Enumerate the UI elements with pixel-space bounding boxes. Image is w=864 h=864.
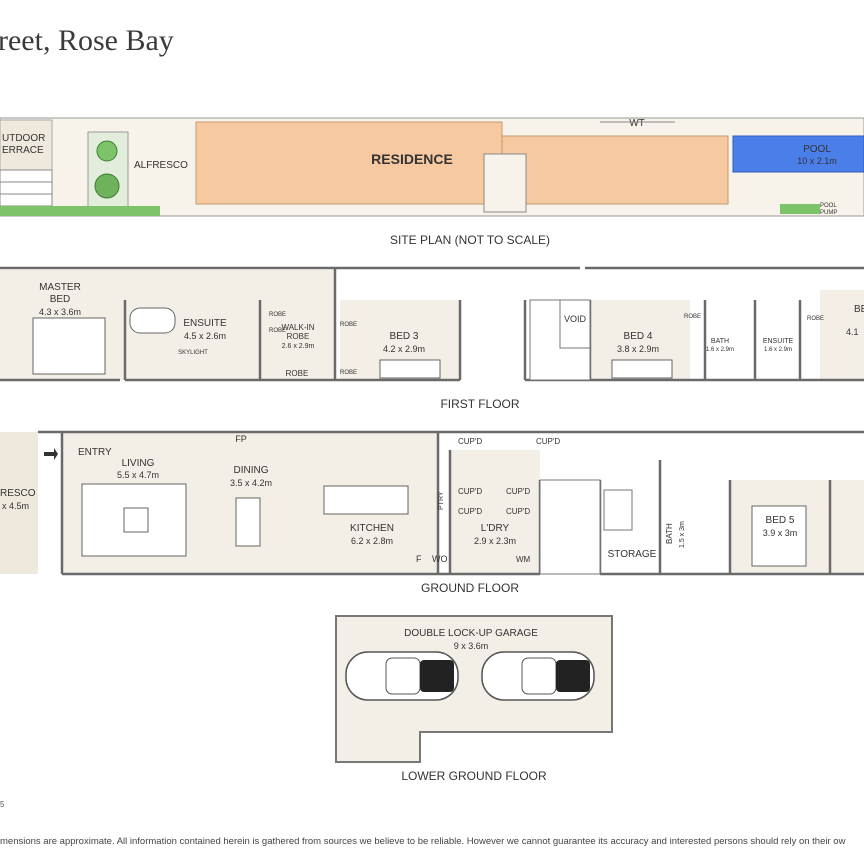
kitchen-size: 6.2 x 2.8m xyxy=(351,536,393,546)
bath-size-ground: 1.5 x 3m xyxy=(679,521,686,548)
lower-ground-caption: LOWER GROUND FLOOR xyxy=(401,769,547,783)
ensuite-size: 4.5 x 2.6m xyxy=(184,331,226,341)
cupd-label-1: CUP'D xyxy=(458,437,482,446)
walk-in-robe-label-2: ROBE xyxy=(287,332,310,341)
bed4-size: 3.8 x 2.9m xyxy=(617,344,659,354)
ground-alfresco-size: x 4.5m xyxy=(2,501,29,511)
living-label: LIVING xyxy=(122,458,155,469)
wm-label: WM xyxy=(516,555,531,564)
fp-label: FP xyxy=(235,434,247,444)
site-plan-caption: SITE PLAN (NOT TO SCALE) xyxy=(390,233,550,247)
master-bed-size: 4.3 x 3.6m xyxy=(39,307,81,317)
pool-pump-label: POOL xyxy=(820,203,837,209)
ground-floor: RESCO x 4.5m ENTRY LIVING 5.5 x 4.7m FP … xyxy=(0,430,864,576)
ptry-label: PTRY xyxy=(438,491,445,510)
robe-tag-1: ROBE xyxy=(269,312,286,318)
ensuite2-label: ENSUITE xyxy=(763,338,794,345)
skylight-label: SKYLIGHT xyxy=(178,350,208,356)
bed3-size: 4.2 x 2.9m xyxy=(383,344,425,354)
robe-tag-2: ROBE xyxy=(269,328,286,334)
laundry-label: L'DRY xyxy=(481,523,510,534)
pool-size: 10 x 2.1m xyxy=(797,156,837,166)
outdoor-terrace-label: UTDOOR xyxy=(2,133,45,144)
master-bed-label-2: BED xyxy=(50,294,71,305)
void-label: VOID xyxy=(564,314,587,324)
bed4-label: BED 4 xyxy=(624,331,653,342)
site-alfresco-label: ALFRESCO xyxy=(134,160,188,171)
disclaimer-text: mensions are approximate. All informatio… xyxy=(0,836,846,847)
pool-pump-label-2: PUMP xyxy=(820,210,837,216)
ensuite-label: ENSUITE xyxy=(183,318,227,329)
wt-label: WT xyxy=(629,118,645,129)
pool-label: POOL xyxy=(803,144,831,155)
ensuite2-size: 1.6 x 2.9m xyxy=(764,347,792,353)
bath-label: BATH xyxy=(711,338,729,345)
storage-label: STORAGE xyxy=(608,549,657,560)
lower-ground-floor: DOUBLE LOCK-UP GARAGE 9 x 3.6m xyxy=(335,615,613,763)
bed3-label: BED 3 xyxy=(390,331,419,342)
car-2 xyxy=(481,651,595,701)
first-floor-caption: FIRST FLOOR xyxy=(440,397,519,411)
living-size: 5.5 x 4.7m xyxy=(117,470,159,480)
robe-tag-6: ROBE xyxy=(807,316,824,322)
bath-label-ground: BATH xyxy=(665,523,674,544)
walk-in-robe-label: WALK-IN xyxy=(281,323,314,332)
fridge-label: F xyxy=(416,554,422,564)
robe-tag-4: ROBE xyxy=(340,370,357,376)
cupd-label-4: CUP'D xyxy=(506,487,530,496)
garage-label: DOUBLE LOCK-UP GARAGE xyxy=(404,628,538,639)
bed5-label: BED 5 xyxy=(766,515,795,526)
first-floor: MASTER BED 4.3 x 3.6m ENSUITE 4.5 x 2.6m… xyxy=(0,266,864,382)
page-title: reet, Rose Bay xyxy=(0,24,174,57)
bath-size: 1.6 x 2.9m xyxy=(706,347,734,353)
bed-edge-size: 4.1 xyxy=(846,327,859,337)
entry-label: ENTRY xyxy=(78,447,112,458)
site-plan: UTDOOR ERRACE ALFRESCO RESIDENCE WT POOL… xyxy=(0,117,864,217)
dining-label: DINING xyxy=(234,465,269,476)
agency-logo: 5 xyxy=(0,800,5,809)
robe-tag-5: ROBE xyxy=(684,314,701,320)
walk-in-robe-size: 2.6 x 2.9m xyxy=(282,343,315,350)
kitchen-label: KITCHEN xyxy=(350,523,394,534)
wo-label: WO xyxy=(432,554,448,564)
ground-floor-caption: GROUND FLOOR xyxy=(421,581,519,595)
ground-alfresco-label: RESCO xyxy=(0,488,36,499)
garage-size: 9 x 3.6m xyxy=(454,641,489,651)
cupd-label-3: CUP'D xyxy=(458,487,482,496)
outdoor-terrace-label-2: ERRACE xyxy=(2,145,44,156)
car-1 xyxy=(345,651,459,701)
master-bed-label: MASTER xyxy=(39,282,81,293)
robe-label: ROBE xyxy=(286,369,309,378)
bed-edge-label: BE xyxy=(854,304,864,315)
bed5-size: 3.9 x 3m xyxy=(763,528,798,538)
dining-size: 3.5 x 4.2m xyxy=(230,478,272,488)
cupd-label-5: CUP'D xyxy=(458,507,482,516)
robe-tag-3: ROBE xyxy=(340,322,357,328)
cupd-label-6: CUP'D xyxy=(506,507,530,516)
residence-label: RESIDENCE xyxy=(371,151,453,167)
laundry-size: 2.9 x 2.3m xyxy=(474,536,516,546)
cupd-label-2: CUP'D xyxy=(536,437,560,446)
